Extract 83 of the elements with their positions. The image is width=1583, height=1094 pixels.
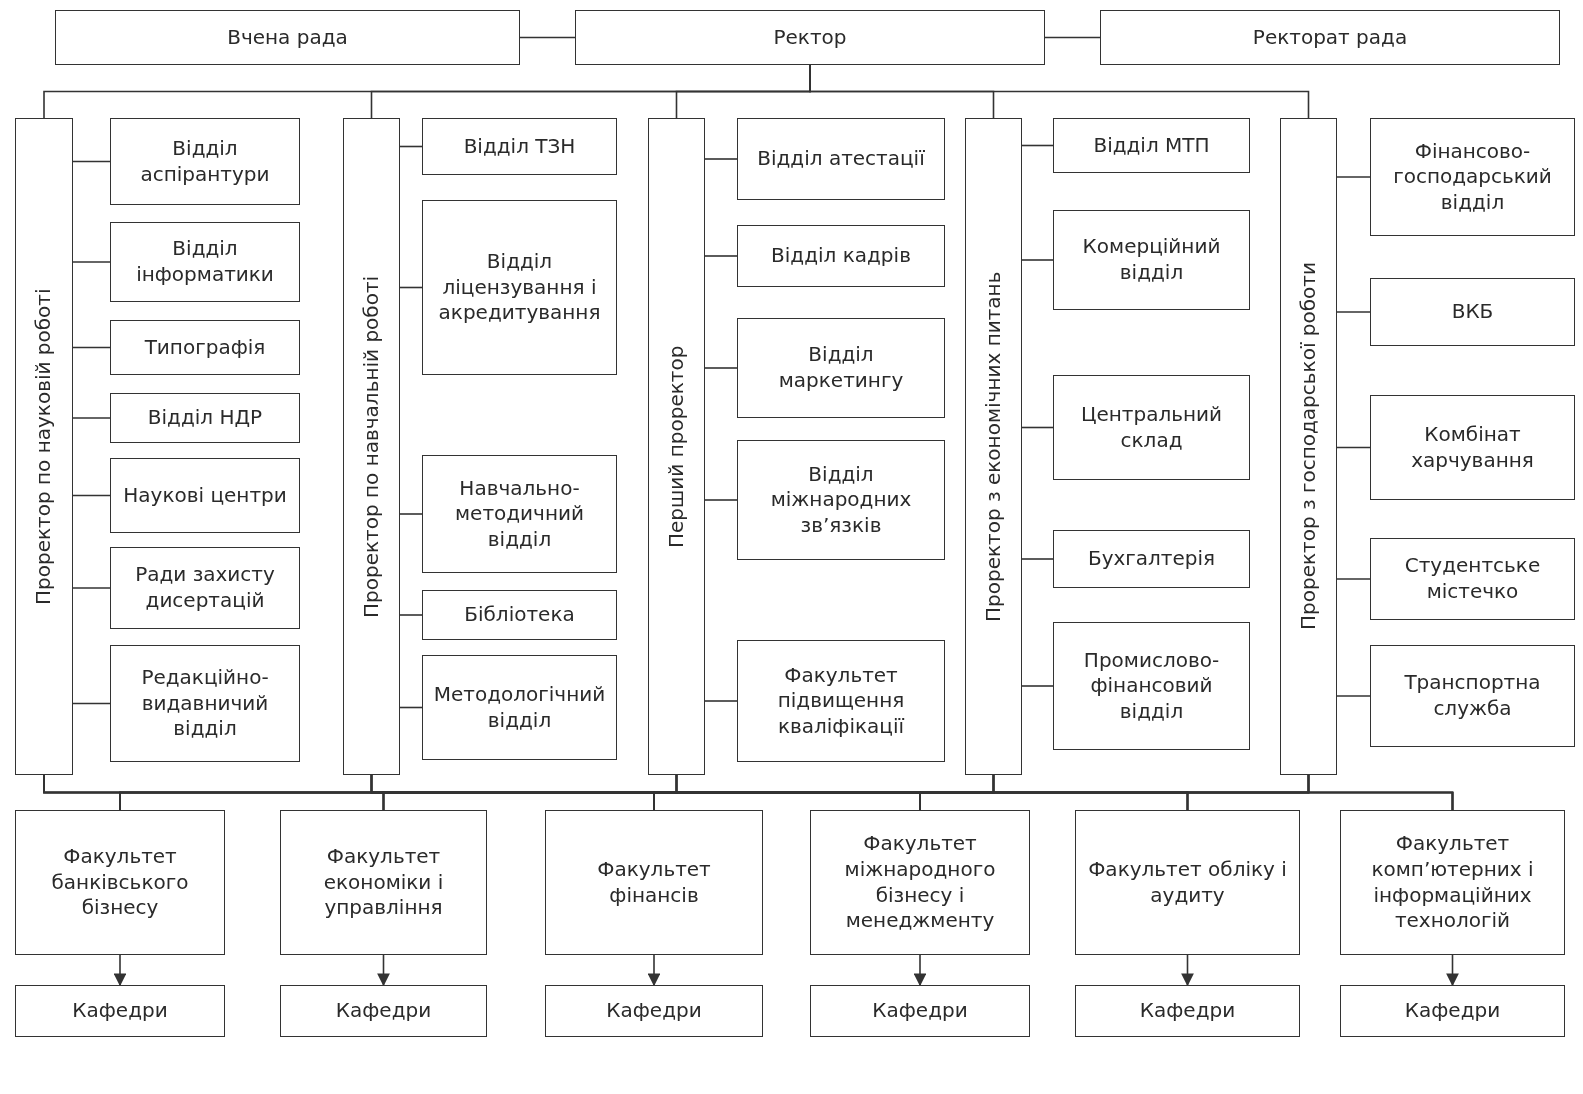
org-box: Відділ атестації [737, 118, 945, 200]
org-box: Комбінат харчування [1370, 395, 1575, 500]
connector-line [704, 700, 738, 702]
org-box: Промислово-фінансовий відділ [1053, 622, 1250, 750]
org-box: Кафедри [810, 985, 1030, 1037]
arrow [1181, 954, 1194, 987]
org-box: Факультет банківського бізнесу [15, 810, 225, 955]
org-box: Відділ ТЗН [422, 118, 617, 175]
connector-line [1021, 558, 1054, 560]
org-box: Відділ кадрів [737, 225, 945, 287]
org-box: Кафедри [545, 985, 763, 1037]
connector-line [399, 614, 423, 616]
org-box: Відділ міжнародних зв’язків [737, 440, 945, 560]
vertical-label-bar: Проректор з економічних питань [965, 118, 1022, 775]
org-box: Ради захисту дисертацій [110, 547, 300, 629]
connector-line [1021, 426, 1054, 429]
org-box: Вчена рада [55, 10, 520, 65]
org-box: Бібліотека [422, 590, 617, 640]
arrow [113, 954, 127, 987]
connector-line [1336, 695, 1371, 697]
connector-line [72, 417, 111, 419]
org-box: Комерційний відділ [1053, 210, 1250, 310]
org-box: Факультет обліку і аудиту [1075, 810, 1300, 955]
connector-line [72, 346, 111, 349]
org-box: Наукові центри [110, 458, 300, 533]
connector-line [1307, 774, 1454, 811]
vertical-label-bar: Перший проректор [648, 118, 705, 775]
connector-line [72, 702, 111, 705]
connector-line [399, 286, 423, 289]
org-box: Кафедри [280, 985, 487, 1037]
org-box: Бухгалтерія [1053, 530, 1250, 588]
vertical-label-bar: Проректор по навчальній роботі [343, 118, 400, 775]
org-box: Відділ НДР [110, 393, 300, 443]
arrow [1446, 954, 1459, 987]
org-box: Факультет міжнародного бізнесу і менеджменту [810, 810, 1030, 955]
org-box: Факультет економіки і управління [280, 810, 487, 955]
connector-line [399, 145, 423, 148]
connector-line [399, 513, 423, 515]
connector-line [399, 706, 423, 709]
arrow [913, 954, 927, 987]
connector-line [1044, 36, 1101, 39]
connector-line [704, 158, 738, 160]
connector-line [1336, 446, 1371, 449]
connector-line [704, 255, 738, 257]
arrow [377, 954, 390, 987]
org-box: Центральний склад [1053, 375, 1250, 480]
org-box: Відділ інформатики [110, 222, 300, 302]
connector-line [519, 36, 576, 39]
connector-line [1336, 176, 1371, 178]
org-box: Навчально-методичний відділ [422, 455, 617, 573]
org-box: Кафедри [1075, 985, 1300, 1037]
connector-line [1336, 311, 1371, 313]
org-box: Фінансово-господарський відділ [1370, 118, 1575, 236]
org-box: Ректор [575, 10, 1045, 65]
org-box: Відділ МТП [1053, 118, 1250, 173]
vertical-label-bar: Проректор з господарської роботи [1280, 118, 1337, 775]
org-box: Відділ ліцензування і акредитування [422, 200, 617, 375]
org-box: Кафедри [15, 985, 225, 1037]
connector-line [1336, 578, 1371, 580]
connector-line [704, 499, 738, 501]
connector-line [1021, 144, 1054, 147]
org-box: Відділ аспірантури [110, 118, 300, 205]
org-box: Факультет фінансів [545, 810, 763, 955]
org-box: Редакційно-видавничий відділ [110, 645, 300, 762]
arrow [647, 954, 661, 987]
org-box: Методологічний відділ [422, 655, 617, 760]
connector-line [72, 494, 111, 497]
org-box: Ректорат рада [1100, 10, 1560, 65]
connector-line [704, 367, 738, 369]
org-box: Студентське містечко [1370, 538, 1575, 620]
org-box: Транспортна служба [1370, 645, 1575, 747]
vertical-label-bar: Проректор по науковій роботі [15, 118, 73, 775]
connector-line [1021, 259, 1054, 261]
connector-line [72, 261, 111, 263]
org-box: Кафедри [1340, 985, 1565, 1037]
org-box: ВКБ [1370, 278, 1575, 346]
org-box: Факультет комп’ютерних і інформаційних технологій [1340, 810, 1565, 955]
connector-line [72, 587, 111, 589]
org-box: Факультет підвищення кваліфікації [737, 640, 945, 762]
connector-line [72, 160, 111, 163]
org-box: Типографія [110, 320, 300, 375]
org-box: Відділ маркетингу [737, 318, 945, 418]
connector-line [1021, 685, 1054, 687]
